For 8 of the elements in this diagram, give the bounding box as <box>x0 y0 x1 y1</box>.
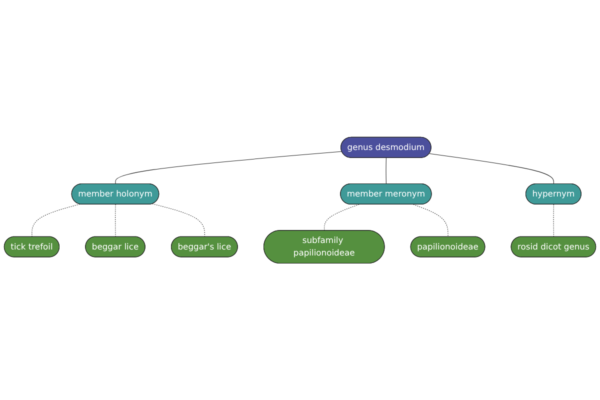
connector <box>115 204 116 237</box>
connector <box>32 204 80 237</box>
connector <box>115 150 342 184</box>
connector <box>413 204 448 237</box>
connector <box>152 203 205 237</box>
connector <box>553 204 554 237</box>
connector <box>324 204 360 231</box>
connector <box>429 153 554 184</box>
